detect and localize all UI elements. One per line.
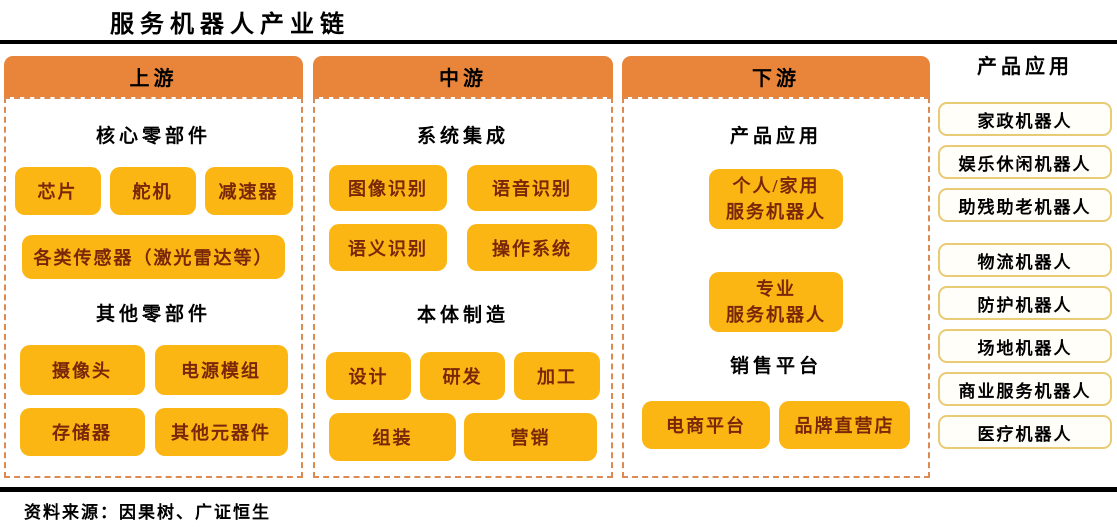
upstream-body: 核心零部件 芯片 舵机 减速器 各类传感器（激光雷达等） 其他零部件 摄像头 电… <box>4 97 303 478</box>
source-note: 资料来源：因果树、广证恒生 <box>24 503 271 522</box>
box-row: 芯片 舵机 减速器 <box>14 167 293 215</box>
midstream-body: 系统集成 图像识别 语音识别 语义识别 操作系统 本体制造 设计 研发 加工 组… <box>313 97 613 478</box>
box-row: 摄像头 电源模组 <box>19 345 288 395</box>
box-line: 服务机器人 <box>726 305 826 325</box>
box-row: 组装 营销 <box>329 413 597 461</box>
column-upstream: 上游 核心零部件 芯片 舵机 减速器 各类传感器（激光雷达等） 其他零部件 摄像… <box>4 56 303 478</box>
box-brand-store: 品牌直营店 <box>779 401 910 449</box>
box-image-recognition: 图像识别 <box>329 165 447 211</box>
box-line: 专业 <box>756 279 796 299</box>
downstream-body: 产品应用 个人/家用 服务机器人 专业 服务机器人 销售平台 电商平台 品牌直营… <box>622 97 930 478</box>
applications-header: 产品应用 <box>977 56 1073 78</box>
box-row: 图像识别 语音识别 <box>329 165 597 211</box>
box-rnd: 研发 <box>420 352 505 400</box>
column-downstream: 下游 产品应用 个人/家用 服务机器人 专业 服务机器人 销售平台 电商平台 品… <box>622 56 930 478</box>
box-semantic-recognition: 语义识别 <box>329 224 447 271</box>
app-box-entertainment-robot: 娱乐休闲机器人 <box>938 145 1112 179</box>
downstream-header: 下游 <box>622 56 930 97</box>
section-label-core-components: 核心零部件 <box>95 126 211 147</box>
box-row: 语义识别 操作系统 <box>329 224 597 271</box>
app-box-protection-robot: 防护机器人 <box>938 286 1112 320</box>
section-label-body-manufacturing: 本体制造 <box>416 305 509 326</box>
box-chip: 芯片 <box>14 167 101 215</box>
box-marketing: 营销 <box>464 413 597 461</box>
upstream-header: 上游 <box>4 56 303 97</box>
box-processing: 加工 <box>514 352 600 400</box>
bottom-divider <box>0 487 1117 492</box>
box-reducer: 减速器 <box>204 167 293 215</box>
app-box-assist-elderly-robot: 助残助老机器人 <box>938 188 1112 222</box>
page-title: 服务机器人产业链 <box>110 12 350 38</box>
top-divider <box>0 40 1117 44</box>
box-professional-service-robot: 专业 服务机器人 <box>709 272 843 332</box>
box-camera: 摄像头 <box>19 345 145 395</box>
section-label-sales-platform: 销售平台 <box>729 356 822 377</box>
box-line: 服务机器人 <box>726 202 826 222</box>
app-box-commercial-service-robot: 商业服务机器人 <box>938 372 1112 406</box>
box-servo: 舵机 <box>109 167 196 215</box>
app-box-medical-robot: 医疗机器人 <box>938 415 1112 449</box>
box-personal-home-service-robot: 个人/家用 服务机器人 <box>709 169 843 229</box>
box-sensors: 各类传感器（激光雷达等） <box>22 235 285 279</box>
section-label-product-application: 产品应用 <box>729 126 822 147</box>
midstream-header: 中游 <box>313 56 613 97</box>
box-ecommerce-platform: 电商平台 <box>642 401 770 449</box>
app-box-field-robot: 场地机器人 <box>938 329 1112 363</box>
box-row: 设计 研发 加工 <box>326 352 600 400</box>
box-row: 电商平台 品牌直营店 <box>642 401 910 449</box>
box-operating-system: 操作系统 <box>467 224 597 271</box>
box-row: 各类传感器（激光雷达等） <box>22 235 285 279</box>
box-speech-recognition: 语音识别 <box>467 165 597 211</box>
box-line: 个人/家用 <box>732 176 820 196</box>
box-assembly: 组装 <box>329 413 456 461</box>
column-midstream: 中游 系统集成 图像识别 语音识别 语义识别 操作系统 本体制造 设计 研发 加… <box>313 56 613 478</box>
box-power-module: 电源模组 <box>154 345 288 395</box>
box-other-parts: 其他元器件 <box>154 408 288 456</box>
app-box-housekeeping-robot: 家政机器人 <box>938 102 1112 136</box>
section-label-other-components: 其他零部件 <box>95 304 211 325</box>
applications-group-gap <box>938 222 1112 234</box>
section-label-system-integration: 系统集成 <box>416 126 509 147</box>
box-row: 存储器 其他元器件 <box>19 408 288 456</box>
box-memory: 存储器 <box>19 408 145 456</box>
app-box-logistics-robot: 物流机器人 <box>938 243 1112 277</box>
column-product-applications: 产品应用 家政机器人 娱乐休闲机器人 助残助老机器人 物流机器人 防护机器人 场… <box>938 50 1112 449</box>
box-design: 设计 <box>326 352 411 400</box>
